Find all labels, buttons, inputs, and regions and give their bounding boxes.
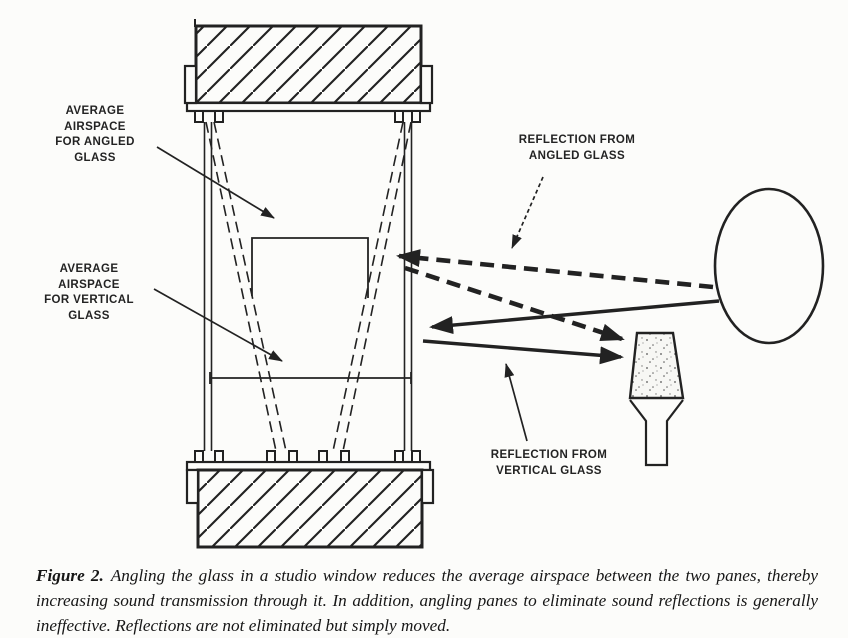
angled-glass-panes <box>205 121 412 452</box>
leader-arrow-reflection-angled <box>511 176 544 249</box>
label-reflection-angled: REFLECTION FROM ANGLED GLASS <box>518 134 636 162</box>
angled-airspace-bracket <box>251 237 369 298</box>
reflected-ray-from-vertical-glass <box>422 339 624 365</box>
incident-ray-to-vertical-glass <box>429 299 720 335</box>
top-wall-hatched <box>194 24 423 105</box>
label-average-airspace-vertical: AVERAGE AIRSPACE FOR VERTICAL GLASS <box>44 263 134 322</box>
bottom-frame-lip-right <box>420 468 435 505</box>
top-frame-glass-stops <box>194 110 421 123</box>
top-wall-section <box>183 19 434 123</box>
bottom-wall-section <box>185 450 435 549</box>
microphone-head <box>628 331 685 400</box>
leader-arrow-reflection-vertical <box>504 363 528 442</box>
top-frame-band <box>185 101 432 113</box>
angled-pane-left <box>205 121 277 452</box>
microphone-stem <box>629 399 684 467</box>
reflected-ray-from-angled-glass <box>404 265 625 342</box>
vertical-airspace-dimension-line <box>209 372 412 384</box>
top-frame-lip-left <box>183 64 198 105</box>
figure-caption: Figure 2.Angling the glass in a studio w… <box>36 563 818 638</box>
bottom-wall-hatched <box>196 468 424 549</box>
angled-pane-right <box>332 121 404 452</box>
label-reflection-vertical: REFLECTION FROM VERTICAL GLASS <box>490 449 608 477</box>
top-frame-lip-right <box>419 64 434 105</box>
label-average-airspace-angled: AVERAGE AIRSPACE FOR ANGLED GLASS <box>55 105 135 164</box>
sound-source-head <box>713 187 825 345</box>
leader-arrow-airspace-angled <box>156 146 275 219</box>
leader-arrow-airspace-vertical <box>153 288 283 362</box>
incident-ray-to-angled-glass <box>396 249 714 290</box>
figure-caption-number: Figure 2. <box>36 566 104 586</box>
microphone <box>628 331 685 467</box>
vertical-glass-panes <box>203 122 413 451</box>
bottom-frame-lip-left <box>185 468 200 505</box>
figure-caption-text: Angling the glass in a studio window red… <box>36 566 818 636</box>
bottom-frame-glass-stops <box>194 450 421 463</box>
